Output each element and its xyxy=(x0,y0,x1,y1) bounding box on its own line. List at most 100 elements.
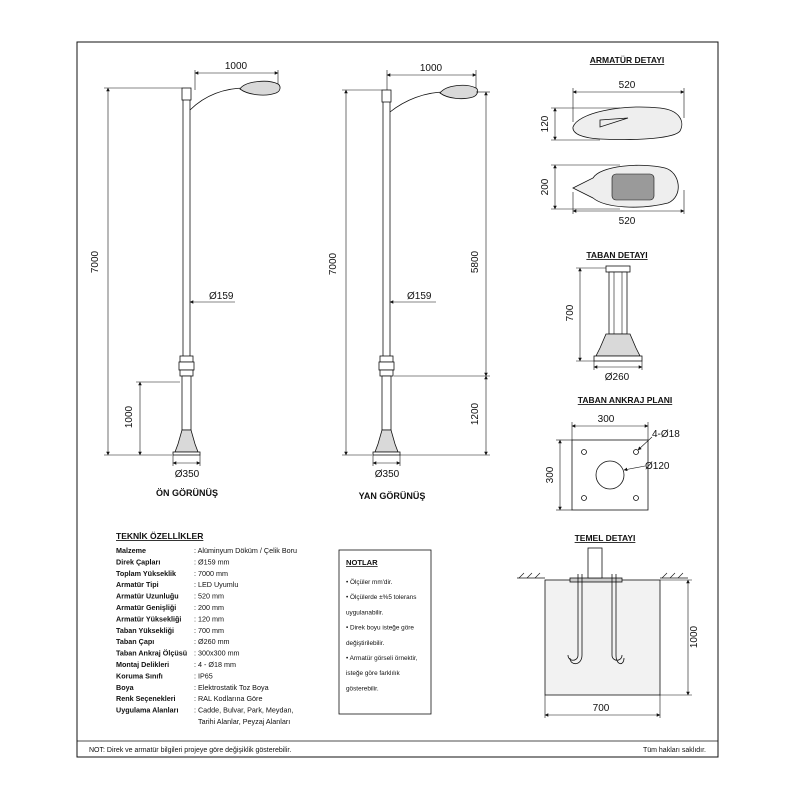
anchor-bolt-right xyxy=(611,574,623,661)
front-dim-pole-diameter: Ø159 xyxy=(209,291,234,302)
spec-label: Toplam Yükseklik xyxy=(116,569,176,578)
front-dim-base-height: 1000 xyxy=(124,405,135,428)
spec-label: Montaj Delikleri xyxy=(116,660,169,669)
note-line: • Ölçüler mm'dir. xyxy=(346,578,393,586)
side-ring-3 xyxy=(379,369,394,377)
anchor-plate xyxy=(571,439,649,511)
side-base xyxy=(374,429,399,453)
side-luminaire xyxy=(439,84,479,100)
front-ring-3 xyxy=(179,369,194,377)
luminaire-dim-height: 120 xyxy=(540,115,551,132)
side-dim-arm: 1000 xyxy=(420,63,443,74)
base-bell xyxy=(595,333,641,357)
anchor-hole-br xyxy=(633,495,639,501)
footer-note: NOT: Direk ve armatür bilgileri projeye … xyxy=(89,747,291,754)
anchor-plan: TABAN ANKRAJ PLANI 300 300 4-Ø18 Ø120 xyxy=(545,395,680,511)
front-pole-upper xyxy=(182,97,191,359)
luminaire-dim-length-bottom: 520 xyxy=(619,216,636,227)
spec-label: Taban Ankraj Ölçüsü xyxy=(116,649,187,658)
note-line: • Armatür görseli örnektir, xyxy=(346,655,418,662)
notes-frame xyxy=(338,549,432,715)
spec-value: : Ø159 mm xyxy=(194,557,230,566)
spec-label: Taban Çapı xyxy=(116,637,154,646)
spec-value: : RAL Kodlarına Göre xyxy=(194,694,262,703)
base-plinth xyxy=(593,355,643,362)
foundation-dim-depth: 1000 xyxy=(689,625,700,648)
side-base-plate xyxy=(372,451,401,456)
anchor-dim-height: 300 xyxy=(545,466,556,483)
side-view-label: YAN GÖRÜNÜŞ xyxy=(359,491,426,501)
front-pole-lower xyxy=(181,375,192,431)
spec-value: : Cadde, Bulvar, Park, Meydan, xyxy=(194,706,293,715)
front-base xyxy=(174,429,199,453)
anchor-hole-bl xyxy=(581,495,587,501)
specs-title: TEKNİK ÖZELLİKLER xyxy=(116,531,203,541)
front-pole-cap xyxy=(181,87,192,101)
foundation-detail: TEMEL DETAYI 1000 700 xyxy=(517,533,700,718)
luminaire-side-profile xyxy=(572,106,683,141)
notes-lines: • Ölçüler mm'dir.• Ölçülerde ±%5 toleran… xyxy=(346,578,418,692)
side-pole-upper xyxy=(382,99,391,359)
anchor-plan-title: TABAN ANKRAJ PLANI xyxy=(578,395,672,405)
luminaire-side-detail xyxy=(599,117,629,128)
spec-label: Armatür Uzunluğu xyxy=(116,592,179,601)
spec-value: : LED Uyumlu xyxy=(194,580,238,589)
side-view: 1000 7000 5800 Ø159 1200 Ø350 YAN GÖRÜNÜ… xyxy=(328,63,490,501)
anchor-hole-tl xyxy=(581,449,587,455)
front-dim-base-diameter: Ø350 xyxy=(175,469,200,480)
anchor-dim-holes: 4-Ø18 xyxy=(652,429,680,440)
specs-table: TEKNİK ÖZELLİKLER Malzeme: Alüminyum Dök… xyxy=(116,531,297,726)
spec-label: Direk Çapları xyxy=(116,557,160,566)
side-dim-base-diameter: Ø350 xyxy=(375,469,400,480)
notes-title: NOTLAR xyxy=(346,558,378,567)
specs-rows: Malzeme: Alüminyum Döküm / Çelik BoruDir… xyxy=(116,546,297,726)
spec-label: Koruma Sınıfı xyxy=(116,671,163,680)
spec-value: : 7000 mm xyxy=(194,569,228,578)
anchor-dim-width: 300 xyxy=(598,414,615,425)
spec-value: : 520 mm xyxy=(194,592,224,601)
note-line: gösterebilir. xyxy=(346,685,379,692)
luminaire-dim-length-top: 520 xyxy=(619,80,636,91)
spec-label: Armatür Genişliği xyxy=(116,603,176,612)
front-ring-1 xyxy=(179,355,194,363)
spec-value: : 300x300 mm xyxy=(194,649,240,658)
spec-value: : IP65 xyxy=(194,671,213,680)
spec-value: : Elektrostatik Toz Boya xyxy=(194,683,269,692)
base-dim-height: 700 xyxy=(565,304,576,321)
anchor-dim-center: Ø120 xyxy=(645,461,670,472)
spec-label: Armatür Yüksekliği xyxy=(116,614,181,623)
luminaire-led-panel xyxy=(611,173,655,201)
side-dim-upper: 5800 xyxy=(470,250,481,273)
side-dim-lower: 1200 xyxy=(470,402,481,425)
front-view: 1000 7000 Ø159 1000 Ø350 ÖN GÖRÜNÜŞ xyxy=(90,61,281,498)
side-dim-height: 7000 xyxy=(328,252,339,275)
note-line: isteğe göre farklılık xyxy=(346,670,400,677)
spec-label: Boya xyxy=(116,683,135,692)
base-detail-title: TABAN DETAYI xyxy=(586,250,647,260)
side-ring-2 xyxy=(378,361,395,371)
anchor-bolt-left-inner xyxy=(569,574,583,665)
foundation-dim-width: 700 xyxy=(593,703,610,714)
foundation-detail-title: TEMEL DETAYI xyxy=(575,533,636,543)
side-pole-lower xyxy=(381,375,392,431)
spec-value: : 200 mm xyxy=(194,603,224,612)
spec-value: : 4 - Ø18 mm xyxy=(194,660,236,669)
luminaire-detail: ARMATÜR DETAYI 520 120 200 520 xyxy=(540,55,685,227)
anchor-holes-leader xyxy=(637,436,653,451)
notes-box: NOTLAR • Ölçüler mm'dir.• Ölçülerde ±%5 … xyxy=(338,549,432,715)
foundation-block xyxy=(544,579,661,696)
spec-label: Uygulama Alanları xyxy=(116,706,178,715)
spec-value: : Ø260 mm xyxy=(194,637,230,646)
front-base-plate xyxy=(172,451,201,456)
front-arm xyxy=(189,87,246,111)
anchor-bolt-right-inner xyxy=(615,574,625,665)
base-detail: TABAN DETAYI 700 Ø260 xyxy=(565,250,648,383)
note-line: • Direk boyu isteğe göre xyxy=(346,625,414,632)
spec-label: Taban Yüksekliği xyxy=(116,626,174,635)
note-line: uygulanabilir. xyxy=(346,609,384,616)
spec-label: Malzeme xyxy=(116,546,146,555)
spec-label: Armatür Tipi xyxy=(116,580,159,589)
spec-label: Renk Seçenekleri xyxy=(116,694,176,703)
side-dim-pole-diameter: Ø159 xyxy=(407,291,432,302)
